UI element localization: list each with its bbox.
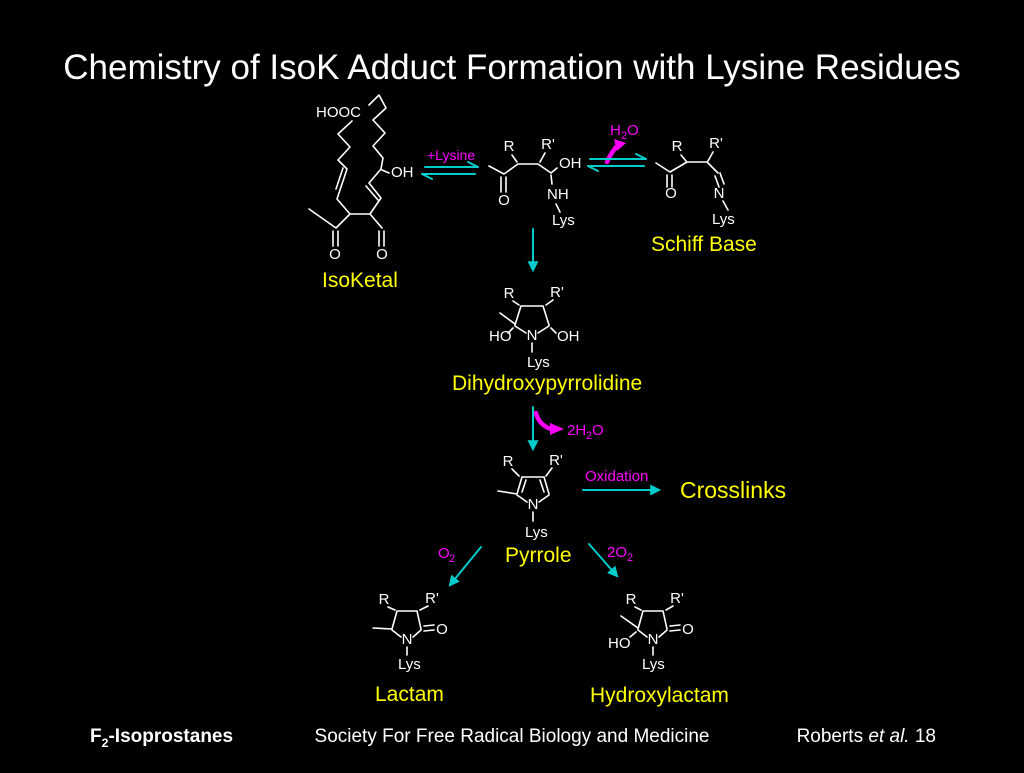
atom-label-o: O: [329, 246, 341, 263]
footer-page-number: 18: [909, 726, 936, 747]
h2o-equilibrium-arrows: H 2 O: [587, 122, 647, 172]
dehydration-step: 2H 2 O: [527, 406, 604, 452]
atom-label-hooc: HOOC: [316, 104, 361, 121]
atom-label-r-prime: R': [549, 452, 563, 469]
atom-label-o: O: [682, 621, 694, 638]
footer-etal: et al.: [868, 726, 910, 747]
atom-label-r: R: [504, 138, 515, 155]
atom-label-ho: HO: [608, 635, 631, 652]
pyrrole-bonds: [497, 467, 553, 522]
atom-label-o: O: [376, 246, 388, 263]
schiff-base-bonds: [655, 151, 729, 211]
2h2o-label-post: O: [592, 422, 604, 439]
o2-label-sub: 2: [449, 553, 455, 565]
down-left-arrow-icon: [448, 546, 482, 587]
atom-label-n: N: [528, 496, 539, 513]
isoketal-bonds: [308, 94, 390, 247]
2h2o-curved-arrow-tip: [550, 423, 564, 435]
dihydroxypyrrolidine-structure: R R' HO N OH Lys Dihydroxypyrrolidine: [452, 284, 642, 395]
schiff-base-label: Schiff Base: [651, 233, 757, 256]
atom-label-lys: Lys: [552, 212, 575, 229]
atom-label-lys: Lys: [712, 211, 735, 228]
carbinolamine-structure: R R' O OH NH Lys: [488, 136, 582, 229]
pyrrole-structure: R R' N Lys Pyrrole: [497, 452, 572, 567]
atom-label-r: R: [504, 285, 515, 302]
2o2-step: 2O 2: [588, 543, 633, 578]
footer-f2: F: [90, 726, 102, 747]
isoketal-structure: HOOC OH O O IsoKetal: [308, 94, 414, 292]
atom-label-lys: Lys: [527, 354, 550, 371]
h2o-label-post: O: [627, 122, 639, 139]
slide-title: Chemistry of IsoK Adduct Formation with …: [63, 48, 961, 87]
atom-label-r-prime: R': [550, 284, 564, 301]
footer-center-text: Society For Free Radical Biology and Med…: [314, 726, 710, 747]
2o2-label: 2O: [607, 544, 627, 561]
atom-label-n: N: [714, 185, 725, 202]
atom-label-r-prime: R': [541, 136, 555, 153]
dihydroxypyrrolidine-label: Dihydroxypyrrolidine: [452, 372, 642, 395]
footer-left-text: F2-Isoprostanes: [90, 726, 233, 750]
atom-label-n: N: [402, 631, 413, 648]
footer-right-text: Roberts et al. 18: [797, 726, 936, 748]
footer-f2-sub: 2: [101, 735, 109, 750]
down-right-arrow-icon: [588, 543, 619, 578]
atom-label-r: R: [503, 453, 514, 470]
atom-label-r-prime: R': [670, 590, 684, 607]
hydroxylactam-structure: R R' HO N O Lys Hydroxylactam: [590, 590, 729, 707]
equilibrium-arrow-icon: [587, 153, 647, 172]
o2-label: O: [438, 545, 450, 562]
footer-author: Roberts: [796, 726, 869, 747]
atom-label-lys: Lys: [642, 656, 665, 673]
atom-label-r-prime: R': [709, 135, 723, 152]
isoketal-label: IsoKetal: [322, 269, 398, 292]
h2o-curved-arrow-tip: [614, 139, 626, 151]
atom-label-r: R: [379, 591, 390, 608]
h2o-label-sub: 2: [621, 130, 627, 142]
atom-label-r-prime: R': [425, 590, 439, 607]
oxidation-step: Oxidation Crosslinks: [582, 468, 786, 503]
lysine-equilibrium-arrows: +Lysine: [421, 147, 479, 180]
atom-label-lys: Lys: [398, 656, 421, 673]
schiff-base-structure: R R' O N Lys Schiff Base: [651, 135, 757, 256]
lactam-bonds: [372, 605, 435, 656]
atom-label-o: O: [498, 192, 510, 209]
equilibrium-arrow-icon: [421, 161, 479, 180]
atom-label-o: O: [436, 621, 448, 638]
crosslinks-label: Crosslinks: [680, 477, 786, 503]
atom-label-n: N: [648, 631, 659, 648]
atom-label-o: O: [665, 185, 677, 202]
atom-label-n: N: [527, 327, 538, 344]
dihydroxypyrrolidine-bonds: [499, 299, 557, 353]
2o2-label-sub: 2: [627, 552, 633, 564]
atom-label-oh: OH: [557, 328, 580, 345]
atom-label-oh: OH: [391, 164, 414, 181]
h2o-label: H: [610, 122, 621, 139]
2h2o-curved-arrow-icon: [533, 410, 554, 432]
footer-isoprostanes: -Isoprostanes: [108, 726, 234, 747]
2h2o-label-sub: 2: [586, 430, 592, 442]
carbinolamine-bonds: [488, 152, 561, 213]
atom-label-oh: OH: [559, 155, 582, 172]
o2-step: O 2: [438, 545, 482, 587]
atom-label-r: R: [672, 138, 683, 155]
plus-lysine-label: +Lysine: [427, 147, 475, 163]
atom-label-nh: NH: [547, 186, 569, 203]
hydroxylactam-label: Hydroxylactam: [590, 684, 729, 707]
atom-label-r: R: [626, 591, 637, 608]
2h2o-label: 2H: [567, 422, 586, 439]
pyrrole-label: Pyrrole: [505, 544, 572, 567]
hydroxylactam-bonds: [620, 605, 681, 656]
oxidation-label: Oxidation: [585, 468, 648, 485]
atom-label-lys: Lys: [525, 524, 548, 541]
atom-label-ho: HO: [489, 328, 512, 345]
lactam-label: Lactam: [375, 683, 444, 706]
lactam-structure: R R' N O Lys Lactam: [372, 590, 448, 706]
